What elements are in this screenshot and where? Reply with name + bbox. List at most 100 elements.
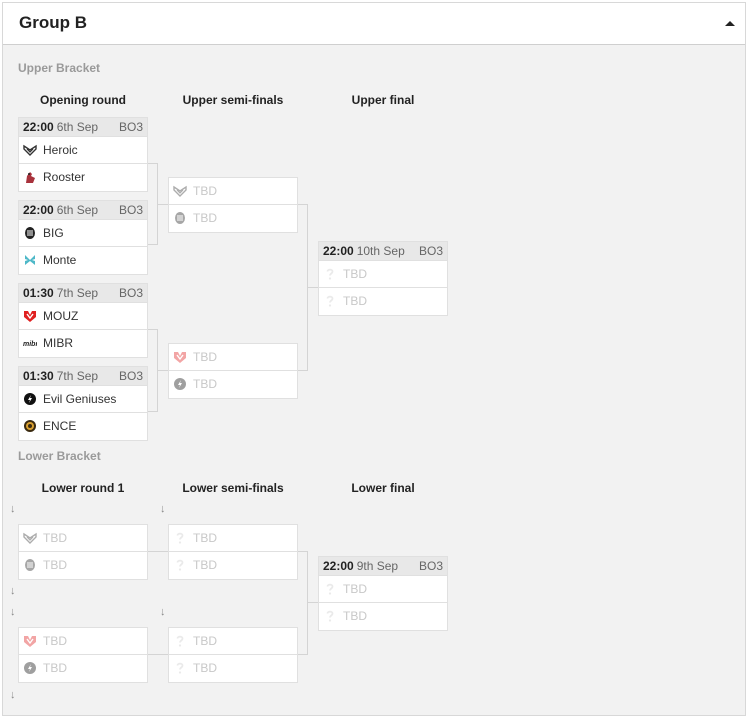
rooster-logo-icon — [26, 172, 35, 183]
team-name: TBD — [193, 377, 217, 391]
team-slot[interactable]: Monte — [18, 247, 148, 275]
match-lower-round1-1[interactable]: TBD TBD — [18, 524, 148, 580]
team-name: TBD — [193, 634, 217, 648]
team-name: Monte — [43, 253, 77, 267]
drop-arrow-icon: ↓ — [10, 689, 16, 701]
question-mark-icon — [176, 635, 184, 648]
evil-geniuses-logo-icon — [24, 393, 36, 405]
team-slot[interactable]: MOUZ — [18, 302, 148, 330]
team-name: TBD — [193, 531, 217, 545]
caret-up-icon[interactable] — [721, 15, 739, 33]
team-name: TBD — [43, 634, 67, 648]
team-name: TBD — [343, 582, 367, 596]
match-upper-semi-2[interactable]: TBD TBD — [168, 343, 298, 399]
team-name: Heroic — [43, 143, 78, 157]
bracket-connector — [148, 654, 168, 655]
bracket-connector — [307, 602, 318, 603]
match-format: BO3 — [418, 559, 443, 573]
match-date: 6th Sep — [56, 120, 99, 134]
bracket-connector — [157, 370, 168, 371]
match-time: 22:00 — [323, 559, 354, 573]
team-name: TBD — [343, 267, 367, 281]
team-name: TBD — [193, 661, 217, 675]
mibr-logo-icon — [23, 341, 37, 348]
group-header[interactable]: Group B — [3, 3, 745, 45]
team-slot[interactable]: TBD — [318, 603, 448, 631]
team-name: TBD — [43, 661, 67, 675]
match-upper-semi-1[interactable]: TBD TBD — [168, 177, 298, 233]
heroic-logo-icon — [173, 186, 187, 197]
question-mark-icon — [176, 662, 184, 675]
upper-bracket-label: Upper Bracket — [18, 61, 101, 75]
drop-arrow-icon: ↓ — [10, 606, 16, 618]
team-name: TBD — [193, 350, 217, 364]
team-name: MOUZ — [43, 309, 79, 323]
team-slot[interactable]: Evil Geniuses — [18, 385, 148, 413]
team-slot[interactable]: Rooster — [18, 164, 148, 192]
mouz-logo-icon — [23, 310, 37, 323]
match-time: 01:30 — [23, 369, 54, 383]
team-name: TBD — [193, 558, 217, 572]
team-slot[interactable]: ENCE — [18, 413, 148, 441]
team-slot[interactable]: TBD — [168, 524, 298, 552]
match-lower-round1-2[interactable]: TBD TBD — [18, 627, 148, 683]
col-lower-round1: Lower round 1 — [41, 481, 125, 495]
team-slot[interactable]: TBD — [18, 552, 148, 580]
team-name: TBD — [343, 609, 367, 623]
question-mark-icon — [326, 610, 334, 623]
team-slot[interactable]: TBD — [168, 552, 298, 580]
team-slot[interactable]: TBD — [168, 205, 298, 233]
team-slot[interactable]: TBD — [318, 575, 448, 603]
bracket-connector — [157, 204, 168, 205]
team-name: MIBR — [43, 336, 73, 350]
team-name: TBD — [43, 558, 67, 572]
monte-logo-icon — [25, 255, 35, 265]
bracket-connector — [307, 287, 318, 288]
team-name: TBD — [343, 294, 367, 308]
team-name: TBD — [43, 531, 67, 545]
drop-arrow-icon: ↓ — [10, 585, 16, 597]
question-mark-icon — [326, 295, 334, 308]
team-name: BIG — [43, 226, 64, 240]
team-slot[interactable]: TBD — [18, 655, 148, 683]
evil-geniuses-logo-icon — [174, 378, 186, 390]
match-date: 10th Sep — [356, 244, 405, 258]
team-slot[interactable]: TBD — [18, 627, 148, 655]
team-slot[interactable]: MIBR — [18, 330, 148, 358]
match-format: BO3 — [118, 120, 143, 134]
match-date: 7th Sep — [56, 286, 99, 300]
match-format: BO3 — [118, 203, 143, 217]
col-upper-final: Upper final — [351, 93, 415, 107]
col-lower-final: Lower final — [351, 481, 415, 495]
match-lower-semi-2[interactable]: TBD TBD — [168, 627, 298, 683]
team-slot[interactable]: TBD — [18, 524, 148, 552]
drop-arrow-icon: ↓ — [160, 606, 166, 618]
group-title: Group B — [19, 13, 87, 32]
team-slot[interactable]: TBD — [168, 371, 298, 399]
match-format: BO3 — [418, 244, 443, 258]
question-mark-icon — [176, 559, 184, 572]
team-slot[interactable]: TBD — [168, 655, 298, 683]
match-date: 7th Sep — [56, 369, 99, 383]
match-lower-semi-1[interactable]: TBD TBD — [168, 524, 298, 580]
team-slot[interactable]: TBD — [318, 288, 448, 316]
big-logo-icon — [24, 226, 36, 240]
match-date: 9th Sep — [356, 559, 399, 573]
team-slot[interactable]: TBD — [318, 260, 448, 288]
match-time: 22:00 — [23, 120, 54, 134]
team-slot[interactable]: BIG — [18, 219, 148, 247]
team-slot[interactable]: TBD — [168, 177, 298, 205]
match-format: BO3 — [118, 286, 143, 300]
match-date: 6th Sep — [56, 203, 99, 217]
team-slot[interactable]: TBD — [168, 343, 298, 371]
team-slot[interactable]: TBD — [168, 627, 298, 655]
team-slot[interactable]: Heroic — [18, 136, 148, 164]
evil-geniuses-logo-icon — [24, 662, 36, 674]
